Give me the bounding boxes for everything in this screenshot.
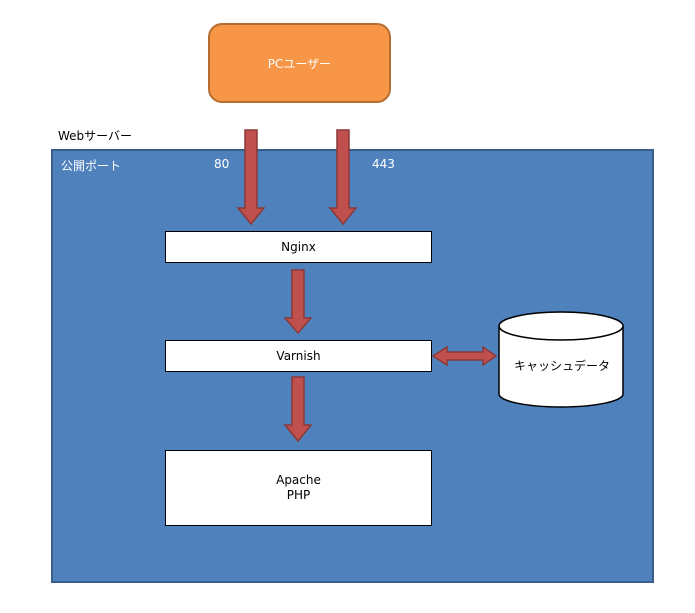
nginx-label: Nginx — [281, 239, 316, 254]
arrow-port-80 — [236, 129, 266, 226]
cache-label: キャッシュデータ — [513, 358, 610, 373]
arrow-varnish-cache — [431, 345, 498, 367]
apache-php-box: Apache PHP — [165, 450, 432, 526]
arrow-port-443 — [328, 129, 358, 226]
arrow-nginx-to-varnish — [283, 269, 313, 335]
php-label: PHP — [286, 488, 311, 502]
web-server-title: Webサーバー — [58, 129, 133, 143]
varnish-label: Varnish — [276, 348, 321, 363]
port-443-label: 443 — [372, 157, 395, 171]
port-80-label: 80 — [214, 157, 230, 171]
pc-user-label: PCユーザー — [267, 56, 332, 71]
cache-cylinder — [498, 311, 624, 408]
pc-user-box: PCユーザー — [208, 23, 391, 103]
arrow-varnish-to-apache — [283, 376, 313, 443]
varnish-box: Varnish — [165, 340, 432, 372]
public-port-label: 公開ポート — [61, 159, 122, 173]
apache-label: Apache — [276, 473, 321, 487]
nginx-box: Nginx — [165, 231, 432, 263]
